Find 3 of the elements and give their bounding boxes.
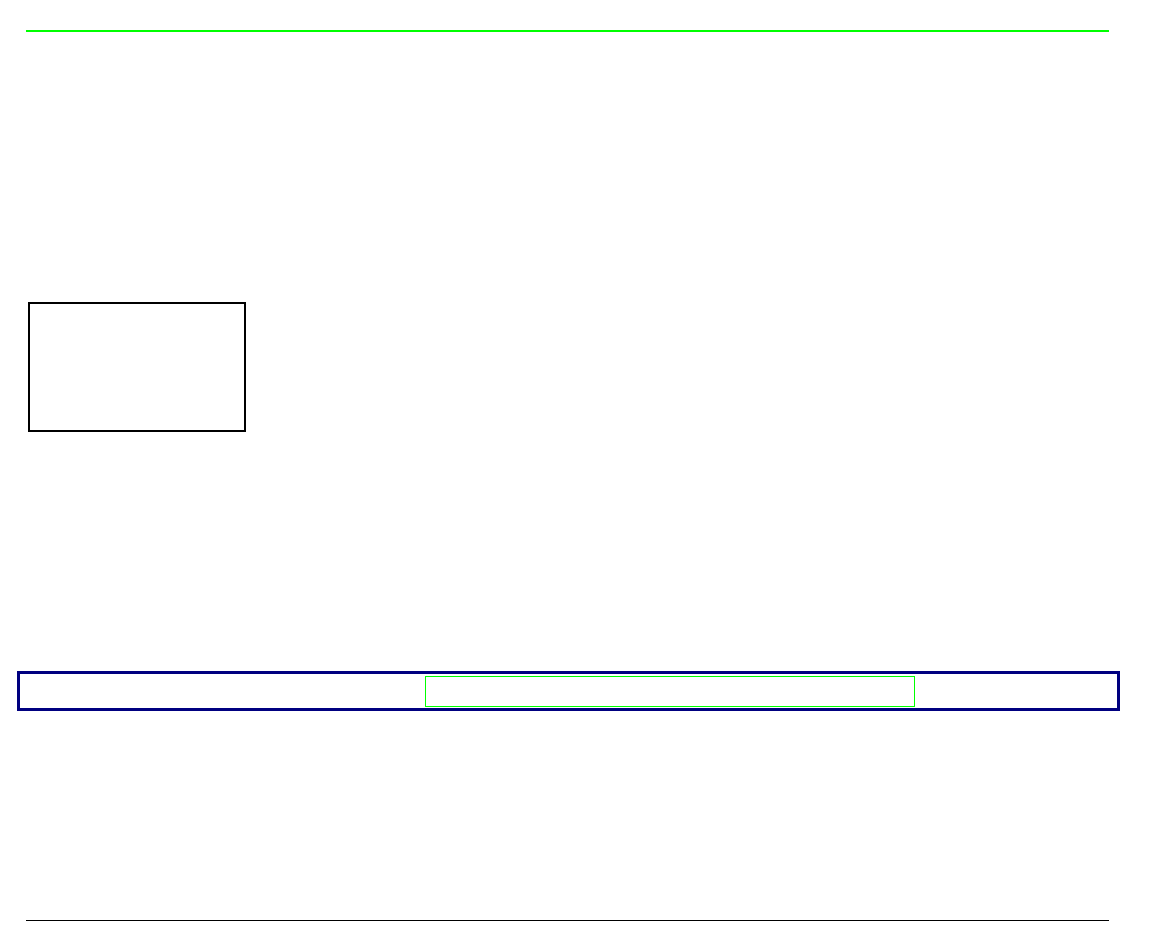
frame-bar (17, 671, 1120, 711)
inner-box (425, 676, 915, 707)
empty-box (28, 302, 246, 432)
